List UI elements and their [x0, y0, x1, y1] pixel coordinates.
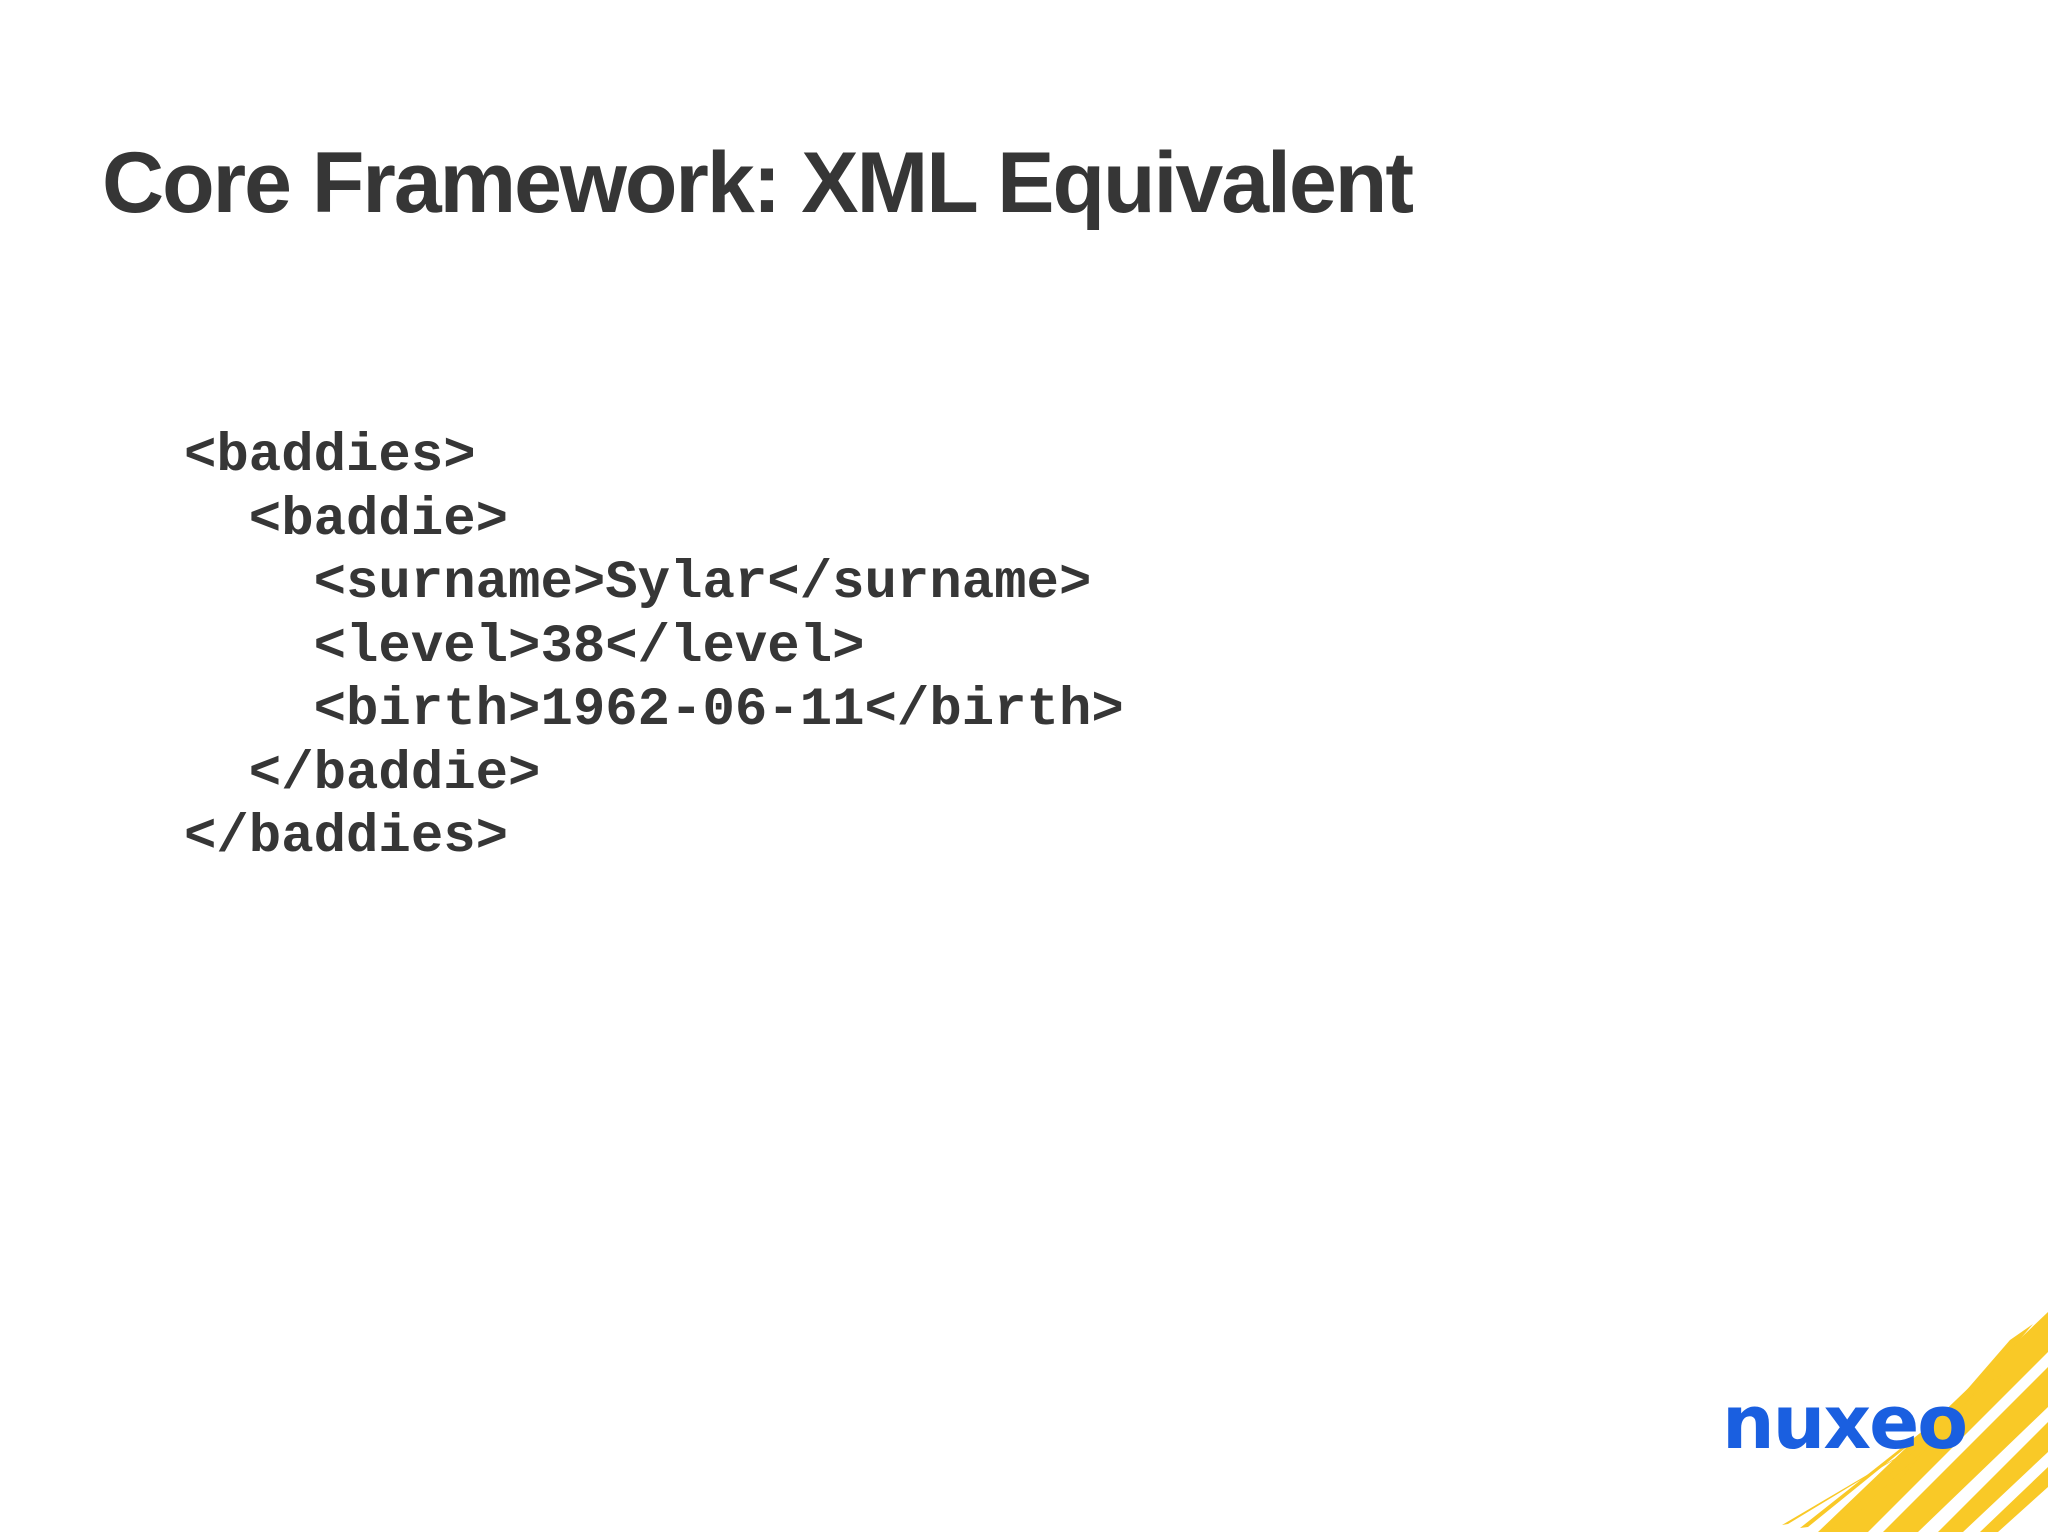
code-line: <surname>Sylar</surname>: [184, 553, 1092, 614]
xml-code-block: <baddies> <baddie> <surname>Sylar</surna…: [184, 425, 1124, 870]
code-line: <birth>1962-06-11</birth>: [184, 680, 1124, 741]
code-line: </baddies>: [184, 807, 509, 868]
code-line: <baddies>: [184, 426, 476, 487]
code-line: <baddie>: [184, 489, 509, 551]
code-line: <level>38</level>: [184, 616, 865, 678]
nuxeo-logo: nuxeo: [1722, 1380, 1968, 1466]
yellow-brush-stroke-decoration: [1782, 1312, 2048, 1532]
code-line: </baddie>: [184, 743, 541, 805]
slide-title: Core Framework: XML Equivalent: [102, 135, 1414, 231]
